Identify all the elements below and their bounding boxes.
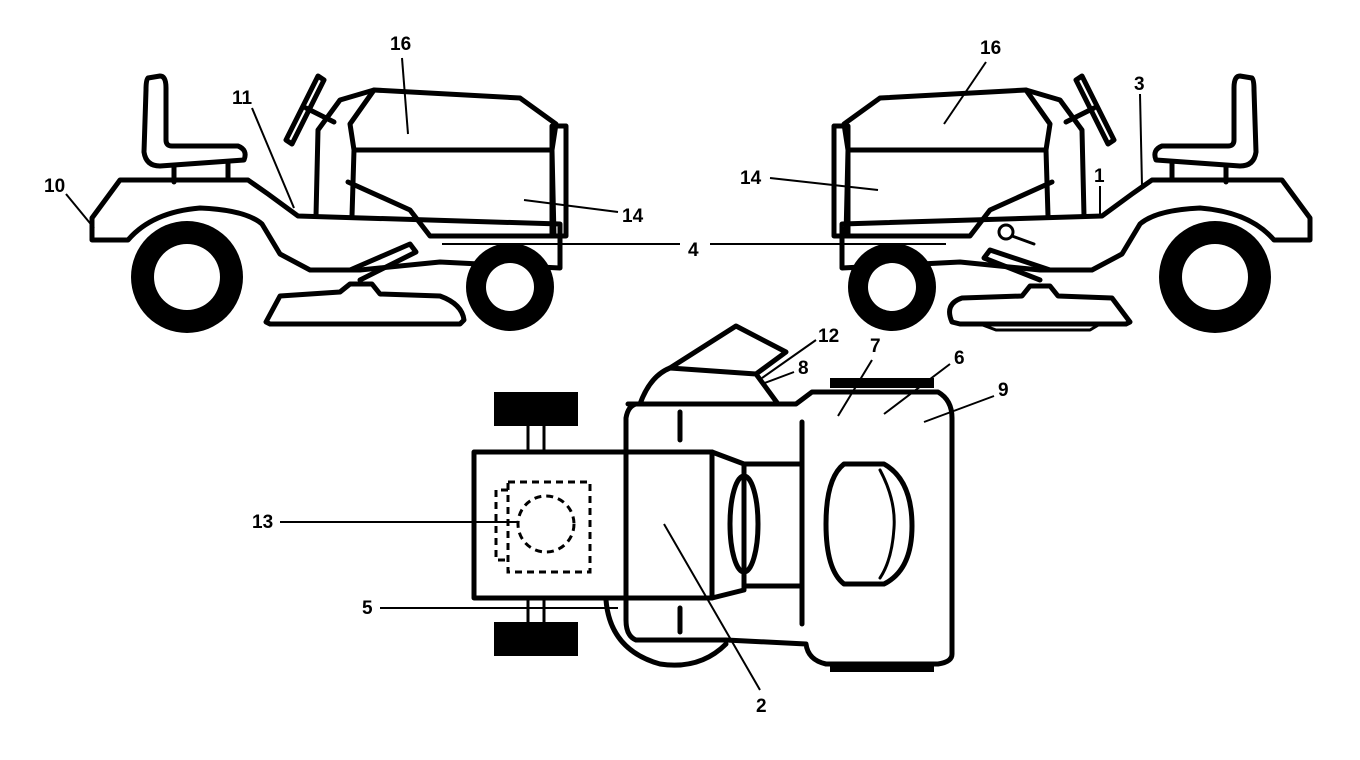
callout-5: 5 [362,598,373,619]
callout-2: 2 [756,696,767,717]
callout-labels: 16 11 10 14 4 16 3 14 1 12 8 7 6 9 13 5 … [44,34,1145,717]
callout-14-left: 14 [622,206,644,227]
hood-left [347,87,559,153]
callout-16-right: 16 [980,38,1001,59]
mower-top-view [471,323,955,672]
callout-3: 3 [1134,74,1145,95]
fender-left [89,177,563,273]
callout-9: 9 [998,380,1009,401]
callout-7: 7 [870,336,881,357]
fuel-cap-dashed [516,494,576,554]
callout-16-left: 16 [390,34,411,55]
steering-wheel-top [727,473,761,575]
callout-6: 6 [954,348,965,369]
callout-11: 11 [232,88,253,109]
callout-1: 1 [1094,166,1105,187]
mower-deck-right [947,283,1133,327]
leader-lines [65,57,1143,691]
rear-wheel-top-upper [494,392,578,426]
mower-deck-left [263,281,467,327]
rear-wheel-top-lower [494,622,578,656]
mower-left-side-view [89,73,569,333]
seat-right [1152,73,1259,169]
callout-13: 13 [252,512,273,533]
callout-10: 10 [44,176,65,197]
callout-8: 8 [798,358,809,379]
seat-left [141,73,248,169]
dash-right [1023,87,1087,219]
steering-wheel-left [283,73,327,147]
callout-14-right: 14 [740,168,762,189]
body-top [623,389,955,667]
seat-top [471,449,715,601]
fender-right [839,177,1313,273]
steering-wheel-right [1073,73,1117,147]
lift-lever-knob [997,223,1015,241]
dash-left [313,87,377,219]
hood-grille [823,461,915,587]
callout-12: 12 [818,326,839,347]
callout-4: 4 [688,240,699,261]
mower-right-side-view [831,73,1313,333]
